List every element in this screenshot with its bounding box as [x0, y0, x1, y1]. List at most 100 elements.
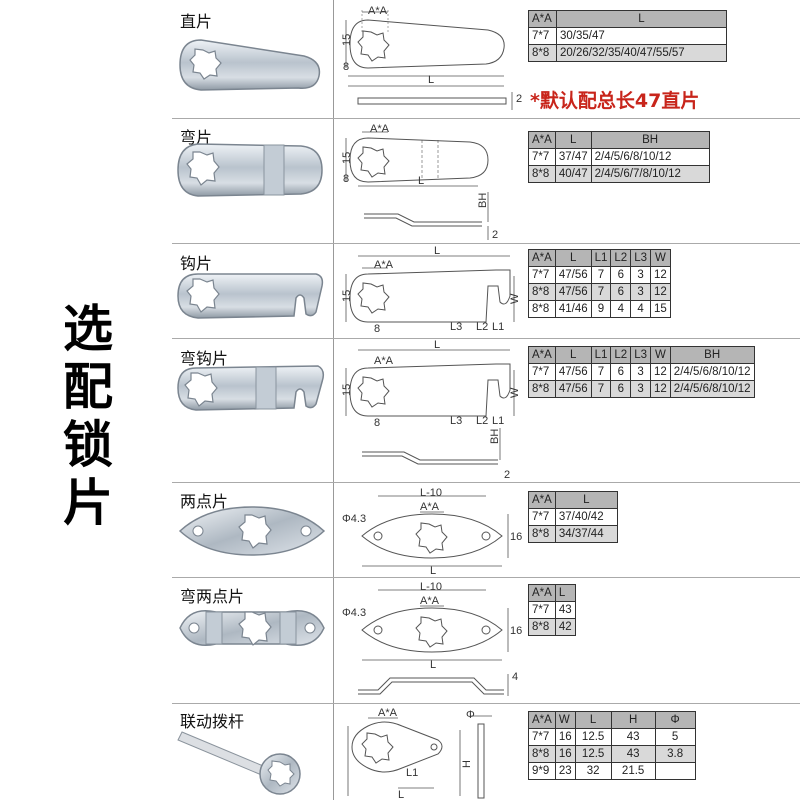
table-cell: 8*8: [528, 618, 556, 636]
table-cell: 7*7: [528, 601, 556, 619]
table-cell: 7*7: [528, 266, 556, 284]
table-row: 8*8 41/46 9 4 4 15: [528, 300, 671, 318]
table-cell: 20/26/32/35/40/47/55/57: [556, 44, 727, 62]
dim-w: W: [509, 387, 521, 398]
row-divider: [172, 577, 800, 578]
dim-thickness: 2: [504, 469, 510, 480]
table-row: 7*7 47/56 7 6 3 12: [528, 266, 671, 284]
table-header: A*A: [528, 491, 556, 509]
table-cell: 4: [630, 300, 651, 318]
table-cell: 3.8: [654, 745, 696, 763]
table-header: L: [554, 346, 592, 364]
table-cell: 8*8: [528, 525, 556, 543]
dim-height: 15: [341, 290, 353, 302]
table-header: L1: [590, 346, 612, 364]
table-row: 7*7 16 12.5 43 5: [528, 728, 696, 746]
dim-length: L: [434, 246, 440, 257]
row-divider: [172, 482, 800, 483]
table-cell: 8*8: [528, 300, 556, 318]
side-title: 选 配 锁 片: [48, 300, 128, 532]
table-row: 8*8 42: [528, 618, 576, 636]
table-cell: 47/56: [554, 283, 592, 301]
table-cell: 47/56: [554, 380, 592, 398]
dim-width: 8: [343, 173, 349, 185]
table-cell: 7: [590, 380, 612, 398]
table-cell: 7*7: [528, 148, 556, 166]
dim-length: L: [418, 175, 424, 187]
spec-table-bent: A*A L BH 7*7 37/47 2/4/5/6/8/10/12 8*8 4…: [528, 131, 710, 183]
table-cell: 12: [650, 363, 671, 381]
table-header: L: [554, 131, 592, 149]
table-header: W: [650, 346, 671, 364]
straight-plate-photo: [179, 39, 321, 91]
table-row: 8*8 47/56 7 6 3 12: [528, 283, 671, 301]
side-title-char: 配: [63, 358, 113, 416]
row-divider: [172, 338, 800, 339]
table-cell: 6: [610, 283, 632, 301]
bent-two-point-plate-photo: [179, 610, 325, 646]
hook-plate-drawing: L A*A 15 8 L3 L2 L1 W: [341, 246, 521, 335]
table-cell: 6: [610, 380, 632, 398]
dim-width: 8: [374, 323, 380, 335]
section-label-two-point: 两点片: [180, 492, 229, 511]
dim-aa: A*A: [420, 501, 440, 513]
bent-hook-plate-drawing: L A*A 15 8 L3 L2 L1 W BH 2: [341, 340, 521, 480]
section-label-bent-hook: 弯钩片: [180, 349, 229, 368]
table-cell: 8*8: [528, 283, 556, 301]
table-header: BH: [669, 346, 755, 364]
dim-thickness: 4: [512, 671, 518, 683]
row-divider: [172, 703, 800, 704]
table-cell: 9*9: [528, 762, 556, 780]
dim-aa: A*A: [420, 595, 440, 607]
dim-hole: Φ4.3: [342, 607, 366, 619]
table-cell: 2/4/5/6/8/10/12: [669, 380, 755, 398]
dim-aa: A*A: [370, 123, 390, 135]
table-header: L1: [590, 249, 612, 267]
table-cell: 7*7: [528, 728, 556, 746]
table-cell: 43: [610, 728, 656, 746]
table-cell: 12: [650, 266, 671, 284]
table-cell: 34/37/44: [554, 525, 618, 543]
dim-l-minus-10: L-10: [420, 487, 442, 499]
default-note: *默认配总长47直片: [530, 90, 700, 112]
side-title-char: 片: [63, 474, 113, 532]
linkage-lever-photo: [177, 731, 301, 795]
table-row: 8*8 16 12.5 43 3.8: [528, 745, 696, 763]
table-cell: 3: [630, 380, 651, 398]
table-row: 9*9 23 32 21.5: [528, 762, 696, 780]
table-header: L2: [610, 346, 632, 364]
table-cell: 3: [630, 283, 651, 301]
table-header: Φ: [654, 711, 696, 729]
bent-two-point-plate-drawing: L-10 A*A Φ4.3 16 L 4: [342, 581, 522, 696]
table-header: A*A: [528, 346, 556, 364]
dim-height: 15: [341, 152, 353, 164]
dim-l1: L1: [492, 415, 504, 427]
linkage-lever-drawing: A*A Φ L1 H L: [347, 707, 492, 800]
dim-thickness: 2: [492, 229, 498, 241]
table-cell: 12.5: [574, 728, 612, 746]
side-title-char: 选: [63, 300, 113, 358]
table-row: 8*8 40/47 2/4/5/6/7/8/10/12: [528, 165, 710, 183]
table-header: A*A: [528, 249, 556, 267]
bent-hook-plate-photo: [177, 365, 325, 411]
table-cell: 23: [554, 762, 576, 780]
table-cell: 7*7: [528, 508, 556, 526]
table-header: L3: [630, 346, 651, 364]
dim-l2: L2: [476, 415, 488, 427]
table-cell: 7*7: [528, 363, 556, 381]
table-cell: 7: [590, 266, 612, 284]
table-row: 8*8 20/26/32/35/40/47/55/57: [528, 44, 727, 62]
table-cell: [654, 762, 696, 780]
dim-length: L: [398, 789, 404, 800]
dim-hole: Φ4.3: [342, 513, 366, 525]
table-row: 7*7 37/47 2/4/5/6/8/10/12: [528, 148, 710, 166]
table-header: L: [554, 491, 618, 509]
dim-length: L: [434, 340, 440, 351]
spec-table-bent-two-point: A*A L 7*7 43 8*8 42: [528, 584, 576, 636]
dim-l-minus-10: L-10: [420, 581, 442, 593]
table-cell: 41/46: [554, 300, 592, 318]
table-cell: 15: [650, 300, 671, 318]
table-header: L3: [630, 249, 651, 267]
table-header: A*A: [528, 584, 556, 602]
section-label-bent-two-point: 弯两点片: [180, 587, 245, 606]
